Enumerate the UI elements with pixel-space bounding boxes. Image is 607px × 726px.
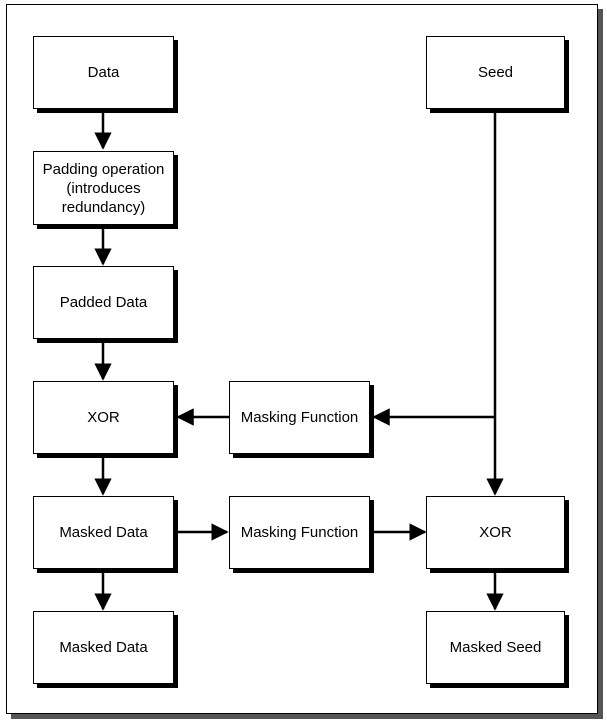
- padded-data-box: Padded Data: [33, 266, 174, 339]
- masked-data-bottom-box: Masked Data: [33, 611, 174, 684]
- padding-operation-box: Padding operation (introduces redundancy…: [33, 151, 174, 225]
- data-box: Data: [33, 36, 174, 109]
- xor-left-box: XOR: [33, 381, 174, 454]
- seed-box: Seed: [426, 36, 565, 109]
- masked-data-mid-box: Masked Data: [33, 496, 174, 569]
- masking-function-top-box: Masking Function: [229, 381, 370, 454]
- masked-seed-box: Masked Seed: [426, 611, 565, 684]
- masking-function-bottom-box: Masking Function: [229, 496, 370, 569]
- xor-right-box: XOR: [426, 496, 565, 569]
